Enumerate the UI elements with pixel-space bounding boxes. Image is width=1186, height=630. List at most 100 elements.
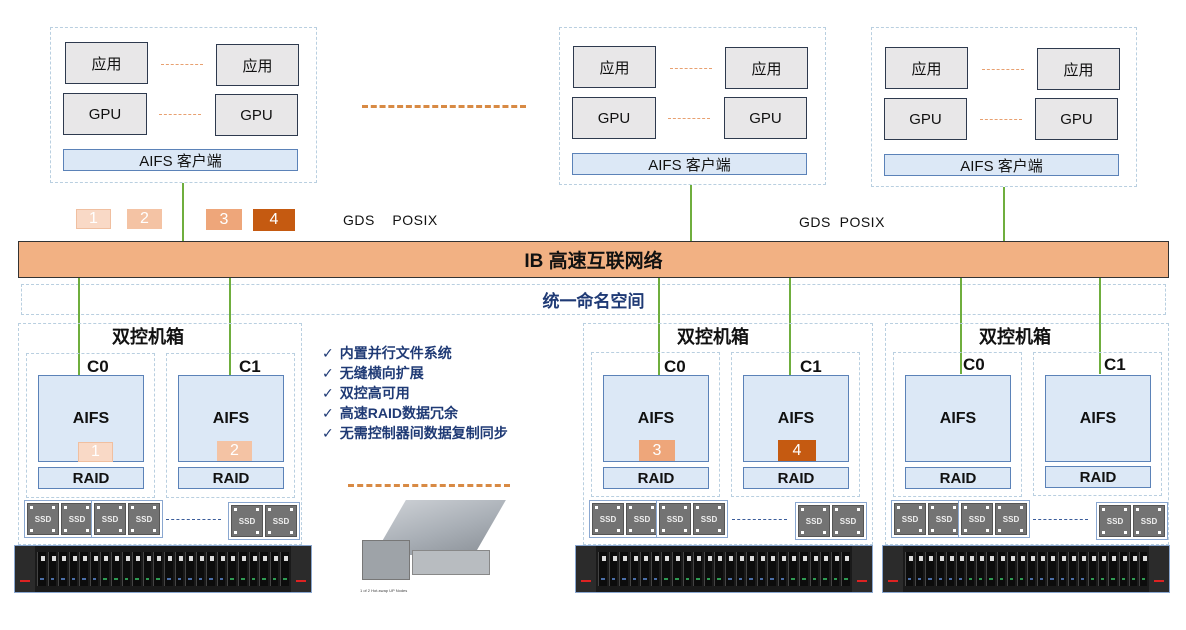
ssd-icon: SSD — [27, 503, 59, 535]
app-box: 应用 — [1037, 48, 1120, 90]
aifs-client-bar: AIFS 客户端 — [884, 154, 1119, 176]
ssd-group: SSD SSD — [656, 500, 728, 538]
drive-bay — [650, 552, 660, 586]
feature-item: ✓无缝横向扩展 — [322, 363, 508, 383]
network-link — [789, 278, 791, 376]
drive-bay — [100, 552, 110, 586]
rack-ear — [1149, 546, 1169, 592]
check-icon: ✓ — [322, 345, 334, 361]
gpu-box: GPU — [724, 97, 807, 139]
drive-bay — [966, 552, 975, 586]
ssd-icon: SSD — [894, 503, 926, 535]
controller-c1 — [166, 353, 295, 498]
feature-text: 高速RAID数据冗余 — [339, 405, 458, 421]
feature-item: ✓高速RAID数据冗余 — [322, 403, 508, 423]
ssd-icon: SSD — [231, 505, 263, 537]
drive-bay — [206, 552, 215, 586]
ssd-group: SSD SSD — [795, 502, 867, 540]
ssd-group: SSD SSD — [891, 500, 963, 538]
ssd-icon: SSD — [61, 503, 93, 535]
drive-bay — [724, 552, 734, 586]
drive-bay — [1138, 552, 1148, 586]
ssd-icon: SSD — [961, 503, 993, 535]
rack-ear — [15, 546, 35, 592]
storage-rack — [575, 545, 873, 593]
check-icon: ✓ — [322, 425, 334, 441]
rack-ear — [291, 546, 311, 592]
check-icon: ✓ — [322, 385, 334, 401]
drive-bay — [37, 552, 46, 586]
drive-bay — [237, 552, 247, 586]
raid-box: RAID — [38, 467, 144, 489]
controller-c0 — [893, 352, 1022, 497]
ssd-icon: SSD — [265, 505, 297, 537]
controller-label: C0 — [87, 357, 109, 376]
raid-box: RAID — [1045, 466, 1151, 488]
ssd-group: SSD SSD — [228, 502, 300, 540]
drive-bay — [608, 552, 618, 586]
drive-bay — [1067, 552, 1076, 586]
feature-item: ✓双控高可用 — [322, 383, 508, 403]
drive-bay — [1098, 552, 1107, 586]
gpu-box: GPU — [215, 94, 298, 136]
network-link — [182, 183, 184, 241]
ssd-icon: SSD — [995, 503, 1027, 535]
controller-label: C1 — [1104, 355, 1126, 374]
app-box: 应用 — [573, 46, 656, 88]
controller-c1 — [1033, 352, 1162, 496]
more-clients-ellipsis — [362, 105, 526, 108]
drive-bay — [714, 552, 723, 586]
drive-bay — [259, 552, 268, 586]
server-node-image: 1 of 2 Hot-swap UP Nodes — [360, 500, 506, 600]
drive-bay — [89, 552, 99, 586]
ellipsis-line — [161, 64, 203, 65]
drive-bay — [1016, 552, 1026, 586]
drive-bays — [37, 552, 289, 586]
drive-bays — [598, 552, 850, 586]
app-box: 应用 — [725, 47, 808, 89]
chassis-1 — [18, 323, 302, 545]
gpu-box: GPU — [884, 98, 967, 140]
raid-box: RAID — [905, 467, 1011, 489]
ssd-icon: SSD — [798, 505, 830, 537]
network-link — [960, 278, 962, 374]
ssd-group: SSD SSD — [91, 500, 163, 538]
controller-badge: 2 — [217, 441, 252, 461]
drive-bay — [248, 552, 258, 586]
controller-c1 — [731, 352, 860, 497]
ssd-icon: SSD — [94, 503, 126, 535]
drive-bay — [703, 552, 713, 586]
drive-bay — [925, 552, 934, 586]
drive-bay — [153, 552, 162, 586]
ellipsis-line — [1033, 519, 1088, 520]
ellipsis-line — [166, 519, 221, 520]
drive-bay — [640, 552, 649, 586]
ssd-icon: SSD — [659, 503, 691, 535]
network-link — [229, 278, 231, 376]
protocol-label: GDS POSIX — [799, 214, 885, 230]
client-node-1 — [50, 27, 317, 183]
ssd-group: SSD SSD — [958, 500, 1030, 538]
protocol-label: GDS POSIX — [343, 212, 438, 228]
drive-bay — [58, 552, 67, 586]
gpu-box: GPU — [63, 93, 147, 135]
drive-bay — [132, 552, 141, 586]
drive-bay — [672, 552, 681, 586]
controller-badge: 4 — [778, 440, 816, 461]
drive-bay — [121, 552, 131, 586]
drive-bay — [163, 552, 173, 586]
drive-bay — [1118, 552, 1127, 586]
rack-ear — [576, 546, 596, 592]
drive-bay — [945, 552, 954, 586]
drive-bay — [619, 552, 628, 586]
network-link — [658, 278, 660, 376]
drive-bay — [598, 552, 607, 586]
drive-bays — [905, 552, 1148, 586]
ellipsis-line — [670, 68, 712, 69]
network-link — [78, 278, 80, 376]
aifs-box: AIFS — [1045, 375, 1151, 462]
aifs-client-bar: AIFS 客户端 — [572, 153, 807, 175]
raid-box: RAID — [178, 467, 284, 489]
ssd-icon: SSD — [128, 503, 160, 535]
drive-bay — [227, 552, 236, 586]
